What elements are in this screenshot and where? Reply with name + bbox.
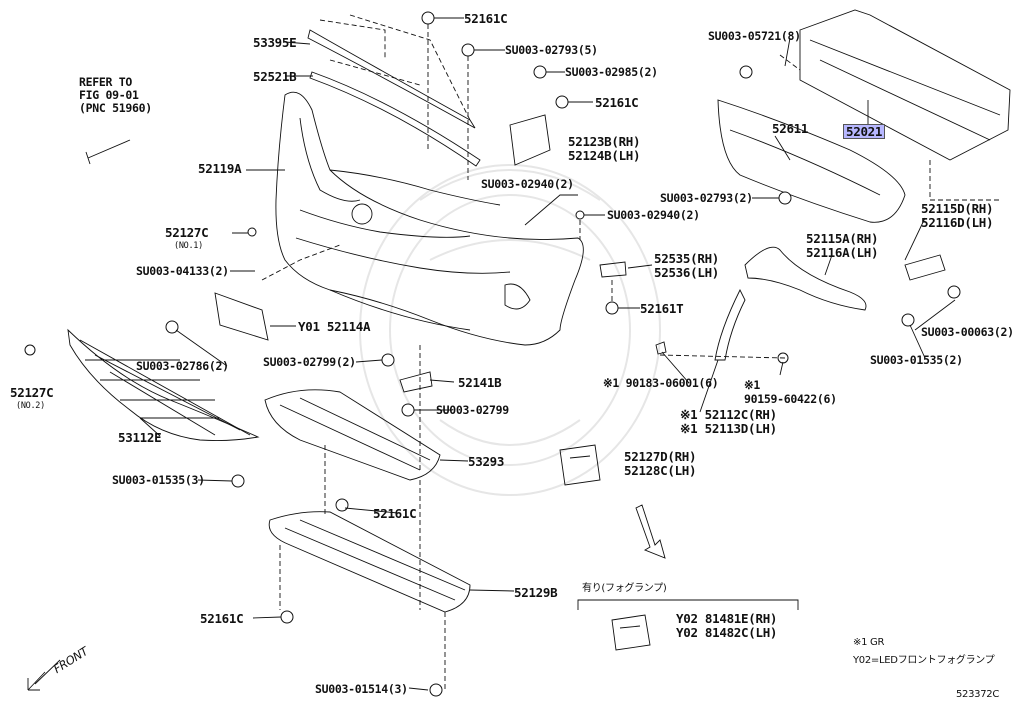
label-52161c-top[interactable]: 52161C [464, 11, 508, 26]
label-52141b[interactable]: 52141B [458, 375, 502, 390]
label-52021-highlighted[interactable]: 52021 [843, 124, 886, 139]
label-52161c-mid[interactable]: 52161C [595, 95, 639, 110]
label-no1: (NO.1) [174, 241, 203, 251]
label-su003-02793-2[interactable]: SU003-02793(2) [660, 191, 753, 205]
license-bracket-drawing [214, 244, 341, 341]
label-90183-06001[interactable]: ※1 90183-06001(6) [603, 376, 719, 390]
figure-id: 523372C [956, 689, 1000, 700]
label-52611[interactable]: 52611 [772, 121, 809, 136]
label-90159-60422[interactable]: 90159-60422(6) [744, 392, 837, 406]
label-53112e[interactable]: 53112E [118, 430, 162, 445]
under-cover-drawing [264, 389, 471, 690]
label-53395e[interactable]: 53395E [253, 35, 297, 50]
label-90159-mark: ※1 [744, 378, 760, 392]
leader-lines [27, 17, 956, 691]
label-52161c-lower[interactable]: 52161C [373, 506, 417, 521]
refer-line-3[interactable]: (PNC 51960) [79, 101, 152, 115]
legend-note-1: ※1 GR [853, 637, 885, 648]
side-bracket-drawing [744, 246, 946, 311]
label-52129b[interactable]: 52129B [514, 585, 558, 600]
grille-drawing [67, 328, 260, 442]
label-52127c-no2[interactable]: 52127C [10, 385, 54, 400]
label-52113d[interactable]: ※1 52113D(LH) [680, 421, 777, 436]
label-53293[interactable]: 53293 [468, 454, 505, 469]
refer-line-2: FIG 09-01 [79, 88, 139, 102]
label-su003-02786[interactable]: SU003-02786(2) [136, 359, 229, 373]
legend-note-2: Y02=LEDフロントフォグランプ [853, 655, 995, 666]
refer-line-1: REFER TO [79, 75, 132, 89]
label-no2: (NO.2) [16, 401, 45, 411]
label-52115a[interactable]: 52115A(RH) [806, 231, 879, 246]
label-52127d[interactable]: 52127D(RH) [624, 449, 697, 464]
bumper-cover-drawing [275, 91, 584, 346]
bracket-drawing [399, 114, 746, 651]
label-52161c-bottom[interactable]: 52161C [200, 611, 244, 626]
reinforcement-drawing [717, 9, 1011, 223]
label-su003-05721[interactable]: SU003-05721(8) [708, 29, 801, 43]
fastener-drawing [24, 11, 961, 697]
label-52119a[interactable]: 52119A [198, 161, 242, 176]
label-su003-02985[interactable]: SU003-02985(2) [565, 65, 658, 79]
label-su003-01535-3[interactable]: SU003-01535(3) [112, 473, 205, 487]
label-52128c[interactable]: 52128C(LH) [624, 463, 697, 478]
label-su003-02799[interactable]: SU003-02799 [436, 403, 509, 417]
label-su003-01535-2[interactable]: SU003-01535(2) [870, 353, 963, 367]
watermark-emblem [359, 164, 661, 496]
label-52161t[interactable]: 52161T [640, 301, 684, 316]
label-su003-01514[interactable]: SU003-01514(3) [315, 682, 408, 696]
label-52115d[interactable]: 52115D(RH) [921, 201, 994, 216]
label-52116a[interactable]: 52116A(LH) [806, 245, 879, 260]
label-su003-02799-2[interactable]: SU003-02799(2) [263, 355, 356, 369]
label-52536[interactable]: 52536(LH) [654, 265, 720, 280]
label-su003-02793-5[interactable]: SU003-02793(5) [505, 43, 598, 57]
label-52124b[interactable]: 52124B(LH) [568, 148, 641, 163]
label-52116d[interactable]: 52116D(LH) [921, 215, 994, 230]
label-su003-02940-b[interactable]: SU003-02940(2) [607, 208, 700, 222]
label-su003-04133[interactable]: SU003-04133(2) [136, 264, 229, 278]
label-y02-81482c[interactable]: Y02 81482C(LH) [676, 625, 778, 640]
label-su003-02940-a[interactable]: SU003-02940(2) [481, 177, 574, 191]
label-52112c[interactable]: ※1 52112C(RH) [680, 407, 777, 422]
label-52127c-no1[interactable]: 52127C [165, 225, 209, 240]
label-su003-00063[interactable]: SU003-00063(2) [921, 325, 1014, 339]
top-strip-drawing [307, 14, 481, 167]
label-52521b[interactable]: 52521B [253, 69, 297, 84]
label-52535[interactable]: 52535(RH) [654, 251, 720, 266]
label-y02-81481e[interactable]: Y02 81481E(RH) [676, 611, 778, 626]
fog-box-bracket [577, 599, 799, 610]
label-y01-52114a[interactable]: Y01 52114A [298, 319, 371, 334]
fog-box-title: 有り(フォグランプ) [582, 583, 667, 594]
label-52123b[interactable]: 52123B(RH) [568, 134, 641, 149]
